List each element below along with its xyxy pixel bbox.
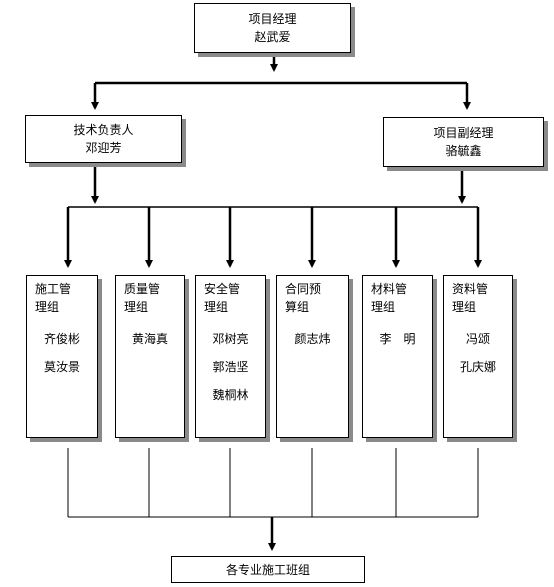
node-deputy-manager: 项目副经理 骆毓鑫 — [383, 117, 544, 167]
team-member: 郭浩坚 — [212, 360, 249, 374]
team-member: 邓树亮 — [212, 332, 249, 346]
node-person: 赵武爱 — [254, 30, 291, 44]
team-name-line: 理组 — [204, 300, 229, 314]
node-person: 骆毓鑫 — [445, 144, 482, 158]
node-team-contract-budget: 合同预 算组 颜志炜 — [276, 275, 349, 438]
team-name-line: 安全管 — [204, 282, 241, 296]
node-role: 项目副经理 — [433, 126, 494, 140]
team-member: 李 明 — [379, 332, 416, 346]
team-name-line: 材料管 — [371, 282, 408, 296]
team-name-line: 理组 — [35, 300, 60, 314]
node-role: 技术负责人 — [73, 123, 134, 137]
team-name-line: 算组 — [285, 300, 310, 314]
team-name-line: 资料管 — [452, 282, 489, 296]
team-name-line: 施工管 — [35, 282, 72, 296]
team-member: 颜志炜 — [294, 332, 331, 346]
team-name-line: 理组 — [371, 300, 396, 314]
node-team-construction: 施工管 理组 齐俊彬 莫汝景 — [26, 275, 98, 438]
node-role: 项目经理 — [248, 12, 297, 26]
team-member: 孔庆娜 — [459, 360, 496, 374]
node-label: 各专业施工班组 — [225, 563, 310, 577]
node-team-materials: 材料管 理组 李 明 — [362, 275, 433, 438]
team-name-line: 质量管 — [124, 282, 161, 296]
node-team-quality: 质量管 理组 黄海真 — [115, 275, 185, 438]
team-name-line: 理组 — [124, 300, 149, 314]
node-project-manager: 项目经理 赵武爱 — [194, 3, 351, 53]
node-team-safety: 安全管 理组 邓树亮 郭浩坚 魏桐林 — [195, 275, 266, 438]
team-member: 冯颂 — [465, 332, 490, 346]
team-name-line: 合同预 — [285, 282, 322, 296]
team-member: 黄海真 — [131, 332, 168, 346]
node-specialty-crews: 各专业施工班组 — [171, 556, 365, 583]
node-technical-lead: 技术负责人 邓迎芳 — [25, 115, 182, 163]
node-team-documents: 资料管 理组 冯颂 孔庆娜 — [443, 275, 513, 438]
team-member: 齐俊彬 — [43, 332, 80, 346]
team-name-line: 理组 — [452, 300, 477, 314]
team-member: 莫汝景 — [43, 360, 80, 374]
node-person: 邓迎芳 — [85, 141, 122, 155]
team-member: 魏桐林 — [212, 388, 249, 402]
